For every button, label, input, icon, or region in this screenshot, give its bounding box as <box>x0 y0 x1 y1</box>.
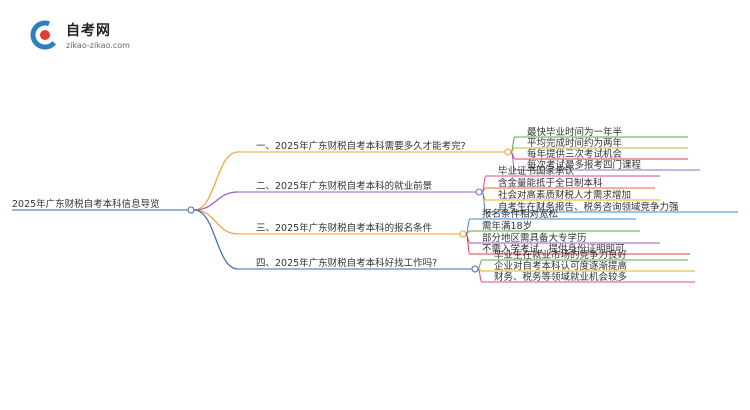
leaf-topic: 社会对高素质财税人才需求增加 <box>498 189 631 201</box>
leaf-topic: 毕业证书国家承认 <box>498 165 575 177</box>
leaf-topic: 需年满18岁 <box>482 220 532 232</box>
leaf-topic: 部分地区需具备大专学历 <box>482 232 587 244</box>
leaf-topic: 最快毕业时间为一年半 <box>527 126 622 138</box>
brand-emblem-icon <box>30 20 60 54</box>
leaf-topic: 含金量能抵于全日制本科 <box>498 177 603 189</box>
leaf-topic: 企业对自考本科认可度逐渐提高 <box>494 260 627 272</box>
branch-connector <box>193 209 239 270</box>
brand-name: 自考网 <box>66 23 111 39</box>
root-connector-dot <box>187 206 195 214</box>
branch-topic: 三、2025年广东财税自考本科的报名条件 <box>256 222 433 234</box>
leaf-topic: 自考生在财务报告、税务咨询领域竞争力强 <box>498 201 679 213</box>
leaf-topic: 每年提供三次考试机会 <box>527 148 623 160</box>
branch-connector <box>193 191 239 211</box>
brand-url: zikao-zikao.com <box>66 41 130 50</box>
leaf-topic: 平均完成时间约为两年 <box>527 137 623 149</box>
branch-connector-dot <box>471 265 479 273</box>
leaf-topic: 报名条件相对宽松 <box>482 208 559 220</box>
leaf-topic: 毕业生在就业市场的竞争力良好 <box>494 249 628 261</box>
branch-topic: 一、2025年广东财税自考本科需要多久才能考完? <box>256 140 466 152</box>
leaf-connector <box>477 259 483 270</box>
branch-connector <box>193 151 239 211</box>
leaf-topic: 财务、税务等领域就业机会较多 <box>494 271 627 283</box>
branch-connector-dot <box>475 188 483 196</box>
branch-connector <box>193 209 239 235</box>
leaf-topic: 不需入学考试，提供身份证明即可 <box>482 243 625 255</box>
leaf-connector <box>477 268 483 283</box>
leaf-topic: 每次考试最多报考四门课程 <box>527 159 642 171</box>
branch-connector-dot <box>504 148 512 156</box>
leaf-connector <box>481 191 487 213</box>
leaf-connector <box>510 151 516 171</box>
brand-logo[interactable]: 自考网 zikao-zikao.com <box>30 20 130 54</box>
branch-topic: 四、2025年广东财税自考本科好找工作吗? <box>256 257 437 269</box>
branch-topic: 二、2025年广东财税自考本科的就业前景 <box>256 180 432 192</box>
branch-connector-dot <box>459 230 467 238</box>
root-topic: 2025年广东财税自考本科信息导览 <box>12 198 160 210</box>
leaf-connector <box>465 233 471 255</box>
